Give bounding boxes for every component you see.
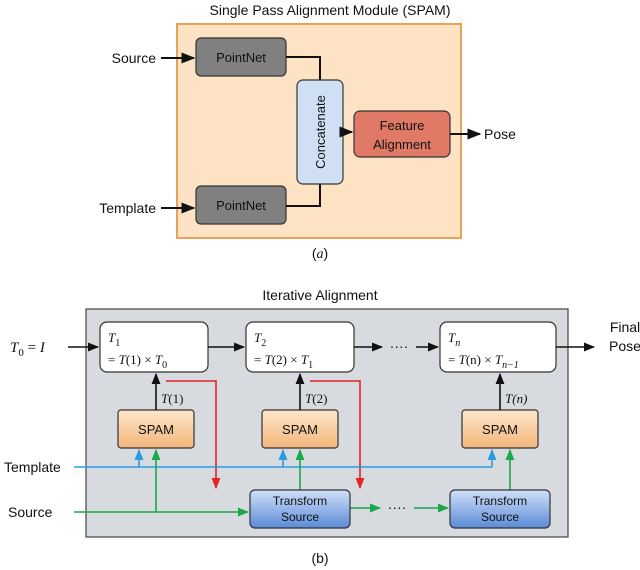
- top-dots: ····: [390, 338, 409, 354]
- pose-label: Pose: [484, 126, 516, 142]
- step-2-t: T2: [254, 330, 266, 349]
- pointnet-top-label: PointNet: [216, 50, 266, 65]
- input-t0-label: T0 = I: [10, 340, 46, 359]
- feedback-line-1: [166, 380, 221, 490]
- step-1-t: T1: [108, 330, 120, 349]
- step-n-t: Tn: [448, 330, 460, 349]
- spam-2-output-label: T(2): [305, 391, 327, 406]
- iterative-diagram: Iterative Alignment T0 = I T1 = T(1) × T…: [4, 287, 640, 566]
- iterative-title: Iterative Alignment: [262, 287, 377, 303]
- spam-n-output-label: T(n): [505, 391, 527, 406]
- spam-box-n-label: SPAM: [482, 422, 518, 437]
- step-1-eq: = T(1) × T0: [108, 352, 167, 371]
- transform-source-box-1: [249, 489, 351, 529]
- final-pose-line2: Pose: [609, 338, 640, 354]
- final-pose-line1: Final: [610, 319, 640, 335]
- pointnet-bottom-connector: [286, 184, 321, 207]
- template-label: Template: [4, 459, 61, 475]
- caption-a: (a): [312, 245, 328, 262]
- spam-box-2-label: SPAM: [282, 422, 318, 437]
- spam-title: Single Pass Alignment Module (SPAM): [210, 2, 451, 18]
- transform-source-2-line1: Transform: [473, 494, 527, 508]
- transform-source-1-line2: Source: [281, 510, 319, 524]
- feature-alignment-line2: Alignment: [373, 137, 431, 152]
- step-n-eq: = T(n) × Tn−1: [448, 352, 519, 371]
- feedback-line-2: [310, 380, 365, 490]
- transform-source-2-line2: Source: [481, 510, 519, 524]
- spam-box-1-label: SPAM: [138, 422, 174, 437]
- caption-b: (b): [311, 550, 328, 566]
- spam-diagram: Single Pass Alignment Module (SPAM) Sour…: [99, 2, 516, 262]
- transform-source-box-2: [449, 489, 551, 529]
- source-label: Source: [8, 504, 53, 520]
- concatenate-label: Concatenate: [313, 95, 328, 169]
- spam-template-label: Template: [99, 200, 156, 216]
- bottom-dots: ····: [388, 499, 407, 515]
- feature-alignment-line1: Feature: [380, 118, 425, 133]
- pointnet-bottom-label: PointNet: [216, 198, 266, 213]
- spam-1-output-label: T(1): [161, 391, 183, 406]
- transform-source-1-line1: Transform: [273, 494, 327, 508]
- pointnet-top-connector: [286, 56, 321, 80]
- step-2-eq: = T(2) × T1: [254, 352, 313, 371]
- spam-source-label: Source: [112, 50, 157, 66]
